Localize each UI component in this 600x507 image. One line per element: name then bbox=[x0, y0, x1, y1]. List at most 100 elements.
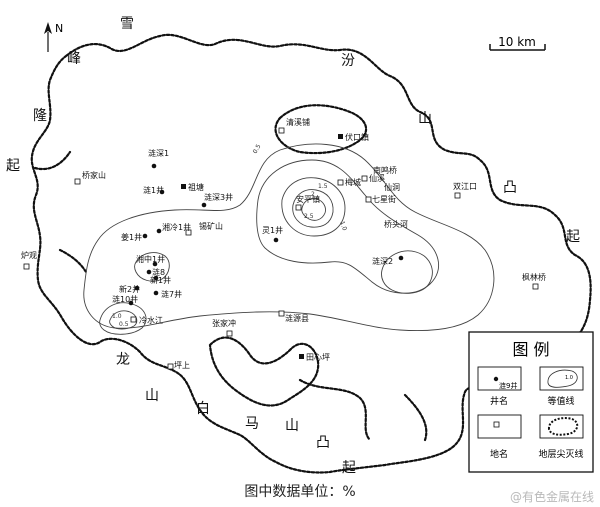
svg-text:梅城: 梅城 bbox=[345, 177, 361, 187]
svg-text:仙溪: 仙溪 bbox=[369, 173, 385, 183]
contour-label-2.5: 2.5 bbox=[304, 213, 314, 220]
well-lian10: 涟10井 bbox=[112, 294, 138, 306]
svg-text:桥头河: 桥头河 bbox=[384, 219, 408, 229]
well-lian8: 涟8 bbox=[146, 267, 165, 277]
contour-label-1.5: 1.5 bbox=[318, 183, 328, 190]
well-xin1: 新1井 bbox=[150, 275, 171, 285]
region-label-shan3: 山 bbox=[285, 418, 299, 434]
contour-label-1.0-left: 1.0 bbox=[112, 313, 122, 320]
region-label-qi-right: 起 bbox=[566, 229, 580, 245]
region-label-ma: 马 bbox=[245, 416, 259, 432]
contour-value-labels: 0.5 1.0 2.5 2 1.5 0.5 1.0 bbox=[112, 143, 348, 328]
svg-text:伏口镇: 伏口镇 bbox=[345, 132, 369, 142]
region-label-long2: 龙 bbox=[116, 352, 130, 368]
place-zhangjiachong: 张家冲 bbox=[212, 318, 236, 337]
place-fenglinqiao: 枫林桥 bbox=[522, 272, 546, 290]
isoline-1.5 bbox=[281, 177, 346, 237]
well-ling1: 灵1井 bbox=[262, 225, 283, 243]
svg-text:祖塘: 祖塘 bbox=[188, 182, 204, 192]
legend-isoline-label: 等值线 bbox=[547, 395, 574, 407]
svg-text:姜1井: 姜1井 bbox=[121, 232, 142, 242]
place-meicheng: 梅城 bbox=[337, 177, 361, 187]
svg-text:田心坪: 田心坪 bbox=[306, 353, 330, 362]
contour-label-0.5-top: 0.5 bbox=[252, 143, 263, 155]
region-labels: 峰 雪 汾 山 凸 起 隆 起 龙 山 白 马 山 凸 起 bbox=[6, 16, 580, 476]
isoline-1.0 bbox=[256, 159, 439, 294]
svg-text:桥家山: 桥家山 bbox=[82, 170, 106, 180]
region-label-qi-bottom: 起 bbox=[342, 460, 356, 476]
legend: 图 例 涟9井 井名 1.0 等值线 地名 地层尖灭线 bbox=[468, 331, 594, 473]
legend-pinchout-label: 地层尖灭线 bbox=[538, 448, 583, 460]
place-qixingjie: 七星街 bbox=[365, 194, 396, 204]
svg-text:仙洞: 仙洞 bbox=[384, 182, 400, 192]
isoline-2.5 bbox=[301, 197, 326, 221]
region-label-gui: 汾 bbox=[341, 53, 355, 69]
pinchout-inner-left bbox=[33, 150, 88, 274]
place-nanmingqiao: 南鸣桥 bbox=[373, 165, 397, 175]
place-xianxi: 仙溪 bbox=[361, 173, 385, 183]
svg-text:涟1井: 涟1井 bbox=[143, 185, 164, 195]
town-zutang: 祖塘 bbox=[181, 182, 204, 192]
svg-text:安平镇: 安平镇 bbox=[296, 194, 320, 204]
legend-isoline-sample: 1.0 bbox=[565, 375, 573, 381]
legend-well-sample: 涟9井 bbox=[499, 381, 517, 390]
well-lianshen2: 涟深2 bbox=[372, 255, 404, 266]
svg-text:七星街: 七星街 bbox=[372, 194, 396, 204]
contour-label-2: 2 bbox=[311, 191, 315, 198]
svg-text:涟7井: 涟7井 bbox=[161, 289, 182, 299]
pinchout-main-boundary bbox=[30, 33, 592, 474]
svg-text:涟深3井: 涟深3井 bbox=[204, 192, 233, 202]
well-lianshen3: 涟深3井 bbox=[201, 192, 233, 208]
region-label-tu2: 凸 bbox=[316, 435, 330, 451]
place-lianyuan: 涟源县 bbox=[278, 310, 309, 323]
isoline-east-lobe bbox=[381, 250, 433, 294]
isolines bbox=[83, 143, 495, 335]
place-huguan: 炉观 bbox=[21, 250, 37, 270]
svg-text:炉观: 炉观 bbox=[21, 250, 37, 260]
svg-text:枫林桥: 枫林桥 bbox=[522, 272, 546, 282]
place-names: 清溪铺 桥家山 安平镇 梅城 仙溪 七星街 仙洞 双江口 桥头河 南鸣桥 锡矿山… bbox=[21, 117, 546, 370]
region-label-aotu: 凸 bbox=[503, 180, 517, 196]
contour-label-0.5-bottom: 0.5 bbox=[119, 321, 129, 328]
place-lengshuijiang: 冷水江 bbox=[130, 315, 163, 325]
svg-text:涟深1: 涟深1 bbox=[148, 148, 169, 158]
north-label: N bbox=[55, 22, 63, 35]
place-qiaotouhe: 桥头河 bbox=[384, 219, 408, 229]
well-xiangleng1: 湘冷1井 bbox=[156, 222, 191, 234]
isoline-0.5 bbox=[83, 143, 495, 332]
svg-text:涟深2: 涟深2 bbox=[372, 256, 393, 266]
region-label-long: 隆 bbox=[33, 108, 47, 124]
place-qingxipu: 清溪铺 bbox=[278, 117, 310, 134]
contour-label-1.0-right: 1.0 bbox=[338, 220, 348, 232]
watermark: @有色金属在线 bbox=[509, 490, 594, 504]
svg-text:张家冲: 张家冲 bbox=[212, 318, 236, 328]
region-label-qi-left: 起 bbox=[6, 158, 20, 174]
isoline-xiangzhong-loop bbox=[134, 252, 170, 282]
isoline-sw-lobe-inner bbox=[109, 310, 138, 330]
well-lianshen1: 涟深1 bbox=[148, 148, 169, 169]
place-xiandong: 仙洞 bbox=[384, 182, 400, 192]
pinchout-inner-east bbox=[298, 378, 428, 442]
isoline-sw-lobe-outer bbox=[99, 302, 147, 335]
svg-text:湘中1井: 湘中1井 bbox=[136, 254, 165, 264]
figure-caption: 图中数据单位：% bbox=[244, 484, 356, 500]
wells: 涟深1 涟1井 涟深3井 湘冷1井 姜1井 灵1井 涟深2 湘中1井 涟8 新1… bbox=[112, 148, 404, 306]
svg-text:锡矿山: 锡矿山 bbox=[199, 221, 223, 231]
region-label-shan-right: 山 bbox=[418, 111, 432, 127]
place-qiaojiashan: 桥家山 bbox=[74, 170, 106, 185]
svg-text:涟10井: 涟10井 bbox=[112, 294, 138, 304]
towns: 伏口镇 祖塘 田心坪 bbox=[181, 132, 369, 362]
well-xin2: 新2井 bbox=[119, 284, 140, 294]
svg-text:灵1井: 灵1井 bbox=[262, 225, 283, 235]
region-label-feng: 峰 bbox=[67, 51, 81, 67]
pinchout-inner-south bbox=[208, 336, 320, 407]
region-label-shan2: 山 bbox=[145, 388, 159, 404]
north-arrow: N bbox=[44, 22, 63, 52]
place-shuangjiangkou: 双江口 bbox=[453, 182, 477, 199]
svg-text:湘冷1井: 湘冷1井 bbox=[162, 222, 191, 232]
svg-text:涟源县: 涟源县 bbox=[285, 313, 309, 323]
well-lian1: 涟1井 bbox=[143, 185, 165, 195]
pinchout-lines bbox=[30, 33, 592, 474]
svg-text:清溪铺: 清溪铺 bbox=[286, 117, 310, 127]
